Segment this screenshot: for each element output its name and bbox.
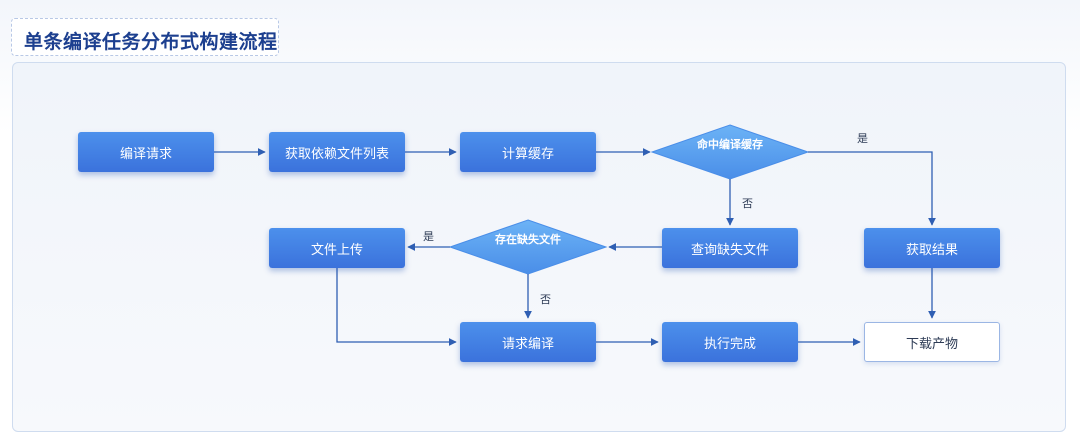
missing-files-diamond [448,219,608,275]
edge-label-cache-hit-yes: 是 [857,132,868,145]
node-compile-request: 编译请求 [78,132,214,172]
edge-label-missing-no: 否 [540,293,551,306]
edge-hit-yes-to-result [808,151,936,226]
node-execution-complete: 执行完成 [662,322,798,362]
page-title: 单条编译任务分布式构建流程 [24,31,278,53]
node-download-artifacts: 下载产物 [864,322,1000,362]
edge-upload-to-request-compile [336,268,457,346]
node-query-missing-files: 查询缺失文件 [662,228,798,268]
node-request-compile: 请求编译 [460,322,596,362]
title-box: 单条编译任务分布式构建流程 [11,18,279,56]
node-compute-cache: 计算缓存 [460,132,596,172]
missing-files-decision-label: 存在缺失文件 [495,233,561,246]
edge-label-missing-yes: 是 [423,230,434,243]
edge-label-cache-hit-no: 否 [742,197,753,210]
node-get-result: 获取结果 [864,228,1000,268]
cache-hit-decision-label: 命中编译缓存 [697,138,763,151]
cache-hit-diamond [650,124,810,180]
node-file-upload: 文件上传 [269,228,405,268]
node-get-dependency-list: 获取依赖文件列表 [269,132,405,172]
